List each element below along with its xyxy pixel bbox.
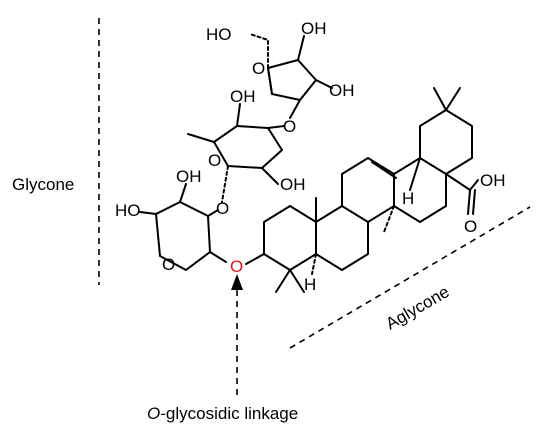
o-furanose-ring-atom: O bbox=[252, 59, 265, 78]
furanose-ring bbox=[249, 33, 333, 119]
o-xylose-ring-atom: O bbox=[162, 255, 175, 274]
o-glycosidic-atom: O bbox=[230, 257, 243, 276]
glycosidic-bond-to-aglycone bbox=[245, 253, 265, 265]
xylose-ring bbox=[139, 183, 227, 271]
linkage-caption-prefix: O bbox=[147, 404, 161, 423]
h-ring-c-atom: H bbox=[402, 189, 414, 208]
aglycone-divider-line bbox=[289, 206, 531, 349]
o-rhamnose-ring-atom: O bbox=[208, 151, 221, 170]
oh-furanose-lower-atom: OH bbox=[329, 81, 355, 100]
ho-xylose-left-atom: HO bbox=[115, 201, 141, 220]
aglycone-skeleton bbox=[263, 87, 479, 293]
oh-rhamnose-top-atom: OH bbox=[230, 87, 256, 106]
linkage-caption: O-glycosidic linkage bbox=[147, 404, 298, 424]
carbonyl-o-atom: O bbox=[464, 217, 477, 236]
oh-furanose-right-atom: OH bbox=[301, 19, 327, 38]
cooh-oh-atom: OH bbox=[480, 171, 506, 190]
linkage-arrow bbox=[231, 274, 243, 395]
h-ring-a-atom: H bbox=[304, 275, 316, 294]
o-xylose-link-atom: O bbox=[216, 199, 229, 218]
glycone-label: Glycone bbox=[12, 175, 74, 194]
oh-rhamnose-right-atom: OH bbox=[280, 175, 306, 194]
rhamnose-ring bbox=[187, 103, 285, 203]
oh-xylose-top-atom: OH bbox=[176, 167, 202, 186]
o-rhamnose-link-atom: O bbox=[283, 117, 296, 136]
ho-top-atom: HO bbox=[206, 25, 232, 44]
linkage-caption-rest: -glycosidic linkage bbox=[160, 404, 299, 423]
aglycone-label: Aglycone bbox=[383, 282, 453, 333]
